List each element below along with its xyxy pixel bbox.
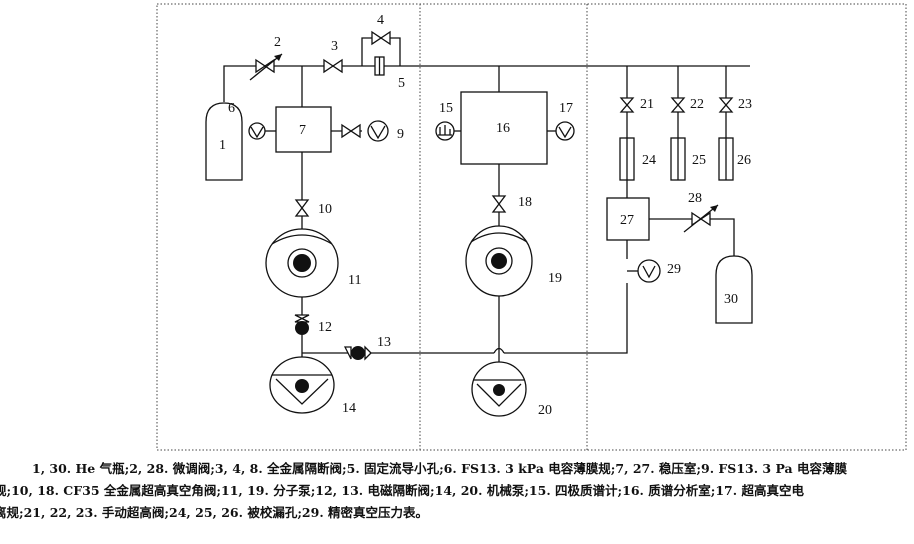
angle-valve-18: 18 bbox=[491, 195, 532, 226]
calibrated-leak-26: 26 bbox=[718, 137, 751, 181]
micro-adjust-valve-2: 2 bbox=[249, 35, 283, 81]
manual-valve-21: 21 bbox=[619, 97, 654, 138]
fore-line bbox=[302, 283, 628, 362]
solenoid-valve-13: 13 bbox=[343, 335, 391, 361]
fixed-orifice-5: 5 bbox=[374, 56, 405, 91]
legend-line-2: 规;10, 18. CF35 全金属超高真空角阀;11, 19. 分子泵;12,… bbox=[0, 483, 804, 498]
label-18: 18 bbox=[518, 195, 532, 210]
label-3: 3 bbox=[331, 39, 338, 54]
mechanical-pump-20: 20 bbox=[471, 361, 552, 418]
label-2: 2 bbox=[274, 35, 281, 50]
label-20: 20 bbox=[538, 403, 552, 418]
label-17: 17 bbox=[559, 101, 573, 116]
label-16: 16 bbox=[496, 121, 510, 136]
micro-adjust-valve-28: 28 bbox=[683, 191, 735, 256]
label-28: 28 bbox=[688, 191, 702, 206]
stabilizing-chamber-27: 27 bbox=[606, 197, 729, 259]
stabilizing-chamber-7: 7 bbox=[265, 106, 362, 200]
main-pipeline bbox=[223, 37, 750, 107]
solenoid-valve-12: 12 bbox=[294, 314, 332, 362]
isolation-valve-4: 4 bbox=[371, 13, 391, 46]
figure-legend: 1, 30. He 气瓶;2, 28. 微调阀;3, 4, 8. 全金属隔断阀;… bbox=[0, 458, 914, 524]
label-7: 7 bbox=[299, 123, 306, 138]
legend-line-1: 1, 30. He 气瓶;2, 28. 微调阀;3, 4, 8. 全金属隔断阀;… bbox=[32, 461, 847, 476]
label-25: 25 bbox=[692, 153, 706, 168]
helium-bottle-1: 1 bbox=[205, 102, 243, 181]
label-5: 5 bbox=[398, 76, 405, 91]
molecular-pump-19: 19 bbox=[465, 225, 562, 297]
label-22: 22 bbox=[690, 97, 704, 112]
label-30: 30 bbox=[724, 292, 738, 307]
label-9: 9 bbox=[397, 127, 404, 142]
label-26: 26 bbox=[737, 153, 751, 168]
label-10: 10 bbox=[318, 202, 332, 217]
calibrated-leak-24: 24 bbox=[619, 137, 656, 198]
manual-valve-22: 22 bbox=[670, 97, 704, 138]
label-13: 13 bbox=[377, 335, 391, 350]
label-19: 19 bbox=[548, 271, 562, 286]
molecular-pump-11: 11 bbox=[265, 228, 361, 315]
helium-bottle-30: 30 bbox=[715, 255, 753, 324]
label-12: 12 bbox=[318, 320, 332, 335]
vacuum-system-schematic: 1 2 3 4 5 7 6 bbox=[156, 3, 907, 451]
calibrated-leak-25: 25 bbox=[670, 137, 706, 181]
isolation-valve-3: 3 bbox=[323, 39, 343, 74]
angle-valve-10: 10 bbox=[294, 199, 332, 232]
isolation-valve-8 bbox=[341, 123, 361, 139]
mechanical-pump-14: 14 bbox=[269, 356, 356, 416]
label-4: 4 bbox=[377, 13, 384, 28]
quadrupole-ms-15: 15 bbox=[435, 101, 455, 141]
label-15: 15 bbox=[439, 101, 453, 116]
label-29: 29 bbox=[667, 262, 681, 277]
uhv-gauge-17: 17 bbox=[555, 101, 575, 141]
mass-spec-chamber-16: 16 bbox=[453, 91, 556, 196]
label-1: 1 bbox=[219, 138, 226, 153]
label-24: 24 bbox=[642, 153, 656, 168]
label-6: 6 bbox=[228, 101, 235, 116]
label-27: 27 bbox=[620, 213, 634, 228]
legend-line-3: 离规;21, 22, 23. 手动超高阀;24, 25, 26. 被校漏孔;29… bbox=[0, 505, 429, 520]
section-frames bbox=[156, 3, 907, 451]
manual-valve-23: 23 bbox=[718, 97, 752, 138]
label-14: 14 bbox=[342, 401, 356, 416]
capacitance-gauge-9: 9 bbox=[367, 120, 404, 142]
label-21: 21 bbox=[640, 97, 654, 112]
label-23: 23 bbox=[738, 97, 752, 112]
precision-gauge-29: 29 bbox=[627, 259, 681, 283]
label-11: 11 bbox=[348, 273, 361, 288]
capacitance-gauge-6: 6 bbox=[228, 101, 266, 140]
